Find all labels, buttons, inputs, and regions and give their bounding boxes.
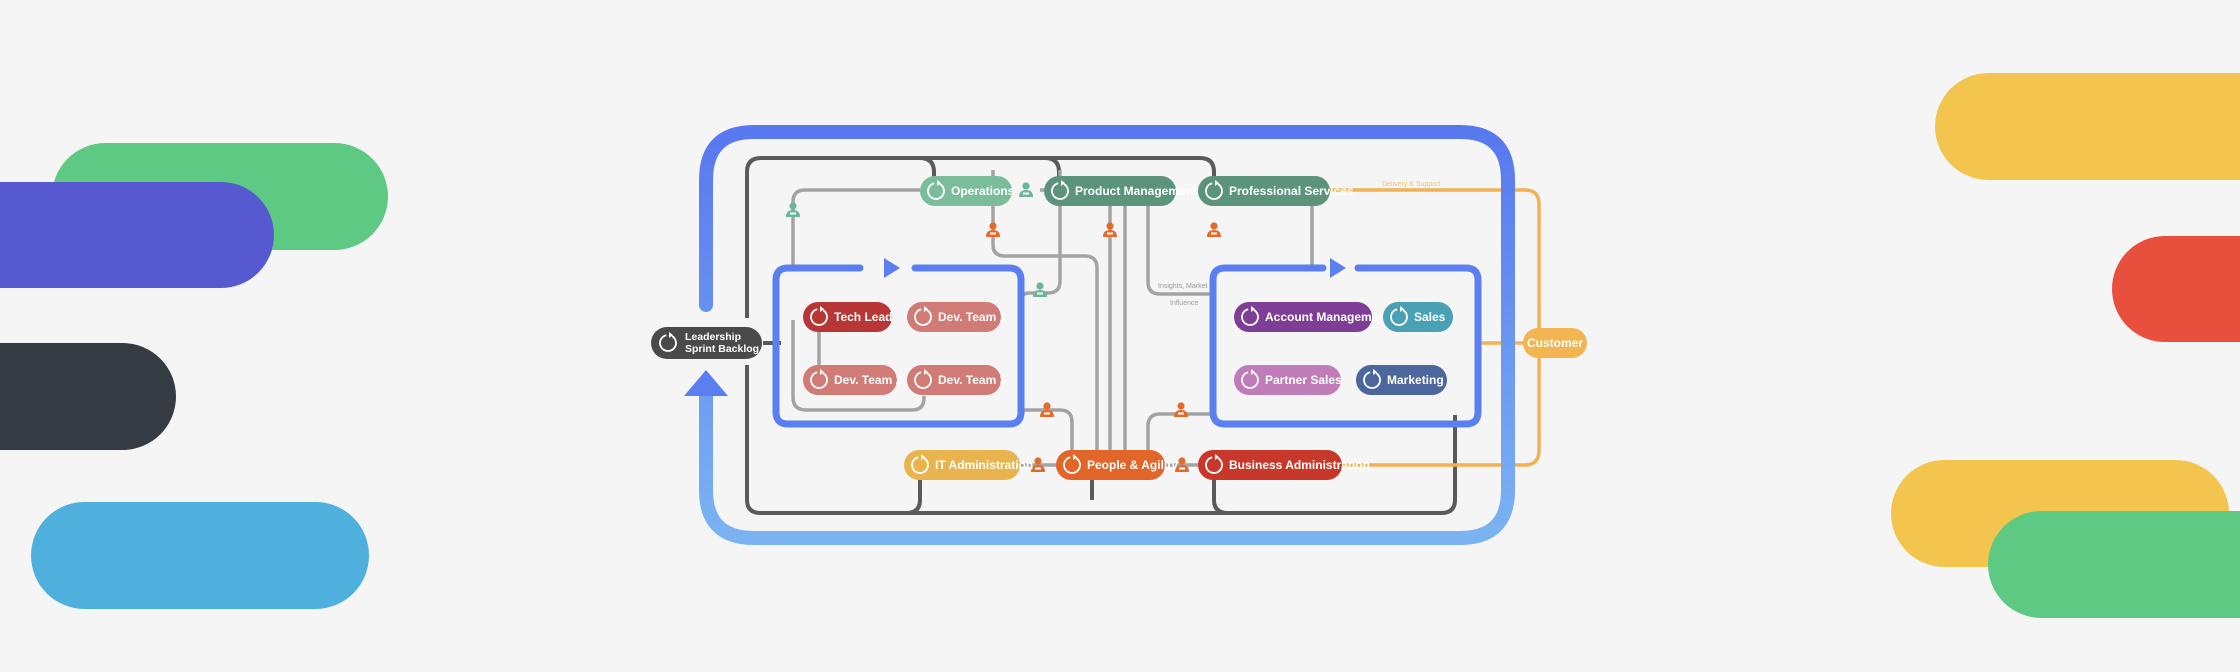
node-label: Operations xyxy=(951,184,1015,198)
node-customer[interactable]: Customer xyxy=(1523,328,1587,358)
node-dev-team-3[interactable]: Dev. Team 3 xyxy=(907,365,1007,395)
node-leadership-line1: Leadership xyxy=(685,331,741,343)
person-icon xyxy=(1031,457,1045,472)
node-label: Marketing xyxy=(1387,373,1444,387)
node-account-management[interactable]: Account Management xyxy=(1234,302,1390,332)
cycle-icon xyxy=(914,369,932,389)
node-tech-lead[interactable]: Tech Lead xyxy=(803,302,892,332)
edge-labels: Delivery & Support Insights, Market Infl… xyxy=(1158,181,1440,307)
node-label: Customer xyxy=(1527,336,1583,350)
cycle-icon xyxy=(1241,306,1259,326)
node-label: People & Agility xyxy=(1087,458,1178,472)
node-it-administration[interactable]: IT Administration xyxy=(904,450,1033,480)
person-icon xyxy=(986,222,1000,237)
cycle-icon xyxy=(1363,369,1381,389)
cycle-icon xyxy=(1390,306,1408,326)
cycle-icon xyxy=(659,332,677,352)
node-label: Tech Lead xyxy=(834,310,892,324)
node-label: Account Management xyxy=(1265,310,1390,324)
loop-arrow-up xyxy=(684,370,728,396)
node-product-management[interactable]: Product Management xyxy=(1044,176,1197,206)
cycle-icon xyxy=(911,454,929,474)
deco-dark-pill-left xyxy=(0,343,176,450)
cycle-icon xyxy=(914,306,932,326)
deco-yellow-pill-right-top xyxy=(1935,73,2240,180)
node-leadership[interactable]: Leadership Sprint Backlog xyxy=(651,327,762,359)
node-label: Business Administration xyxy=(1229,458,1370,472)
nodes: Leadership Sprint Backlog Operations Pro… xyxy=(651,176,1587,480)
person-icon xyxy=(1103,222,1117,237)
sales-group-arrow xyxy=(1330,258,1346,278)
deco-indigo-pill-left xyxy=(0,182,274,288)
leadership-loop xyxy=(684,125,1515,545)
node-marketing[interactable]: Marketing xyxy=(1356,365,1447,395)
cycle-icon xyxy=(810,369,828,389)
edge-label-delivery-support: Delivery & Support xyxy=(1382,181,1440,188)
node-label: Product Management xyxy=(1075,184,1197,198)
person-icon xyxy=(1040,402,1054,417)
deco-red-pill-right xyxy=(2112,236,2240,342)
cycle-icon xyxy=(810,306,828,326)
node-business-administration[interactable]: Business Administration xyxy=(1198,450,1370,480)
person-icon xyxy=(786,202,800,217)
cycle-icon xyxy=(927,180,945,200)
cycle-icon xyxy=(1051,180,1069,200)
node-label: IT Administration xyxy=(935,458,1033,472)
node-partner-sales[interactable]: Partner Sales xyxy=(1234,365,1342,395)
node-dev-team-2[interactable]: Dev. Team 2 xyxy=(803,365,903,395)
node-label: Dev. Team 2 xyxy=(834,373,903,387)
person-icon xyxy=(1033,282,1047,297)
sales-group-box xyxy=(1209,258,1482,428)
person-icon xyxy=(1019,182,1033,197)
cycle-icon xyxy=(1063,454,1081,474)
deco-green-pill-right xyxy=(1988,511,2240,618)
node-professional-services[interactable]: Professional Services xyxy=(1198,176,1354,206)
person-icon xyxy=(1207,222,1221,237)
node-label: Partner Sales xyxy=(1265,373,1342,387)
edge-label-insights: Insights, Market xyxy=(1158,283,1207,290)
decorative-shapes xyxy=(0,73,2240,618)
person-icon xyxy=(1175,457,1189,472)
node-operations[interactable]: Operations xyxy=(920,176,1015,206)
dev-group-arrow xyxy=(884,258,900,278)
person-icon xyxy=(1174,402,1188,417)
node-label: Professional Services xyxy=(1229,184,1354,198)
edge-label-influence: Influence xyxy=(1170,300,1199,307)
dev-group-box xyxy=(772,258,1025,428)
node-leadership-line2: Sprint Backlog xyxy=(685,343,759,355)
node-sales[interactable]: Sales xyxy=(1383,302,1453,332)
node-label: Dev. Team 3 xyxy=(938,373,1007,387)
cycle-icon xyxy=(1205,454,1223,474)
dark-connectors xyxy=(745,156,1457,515)
node-dev-team-1[interactable]: Dev. Team 1 xyxy=(907,302,1007,332)
cycle-icon xyxy=(1241,369,1259,389)
cycle-icon xyxy=(1205,180,1223,200)
node-label: Sales xyxy=(1414,310,1446,324)
node-label: Dev. Team 1 xyxy=(938,310,1007,324)
deco-sky-pill-left xyxy=(31,502,369,609)
person-icons xyxy=(786,182,1221,472)
node-people-agility[interactable]: People & Agility xyxy=(1056,450,1178,480)
